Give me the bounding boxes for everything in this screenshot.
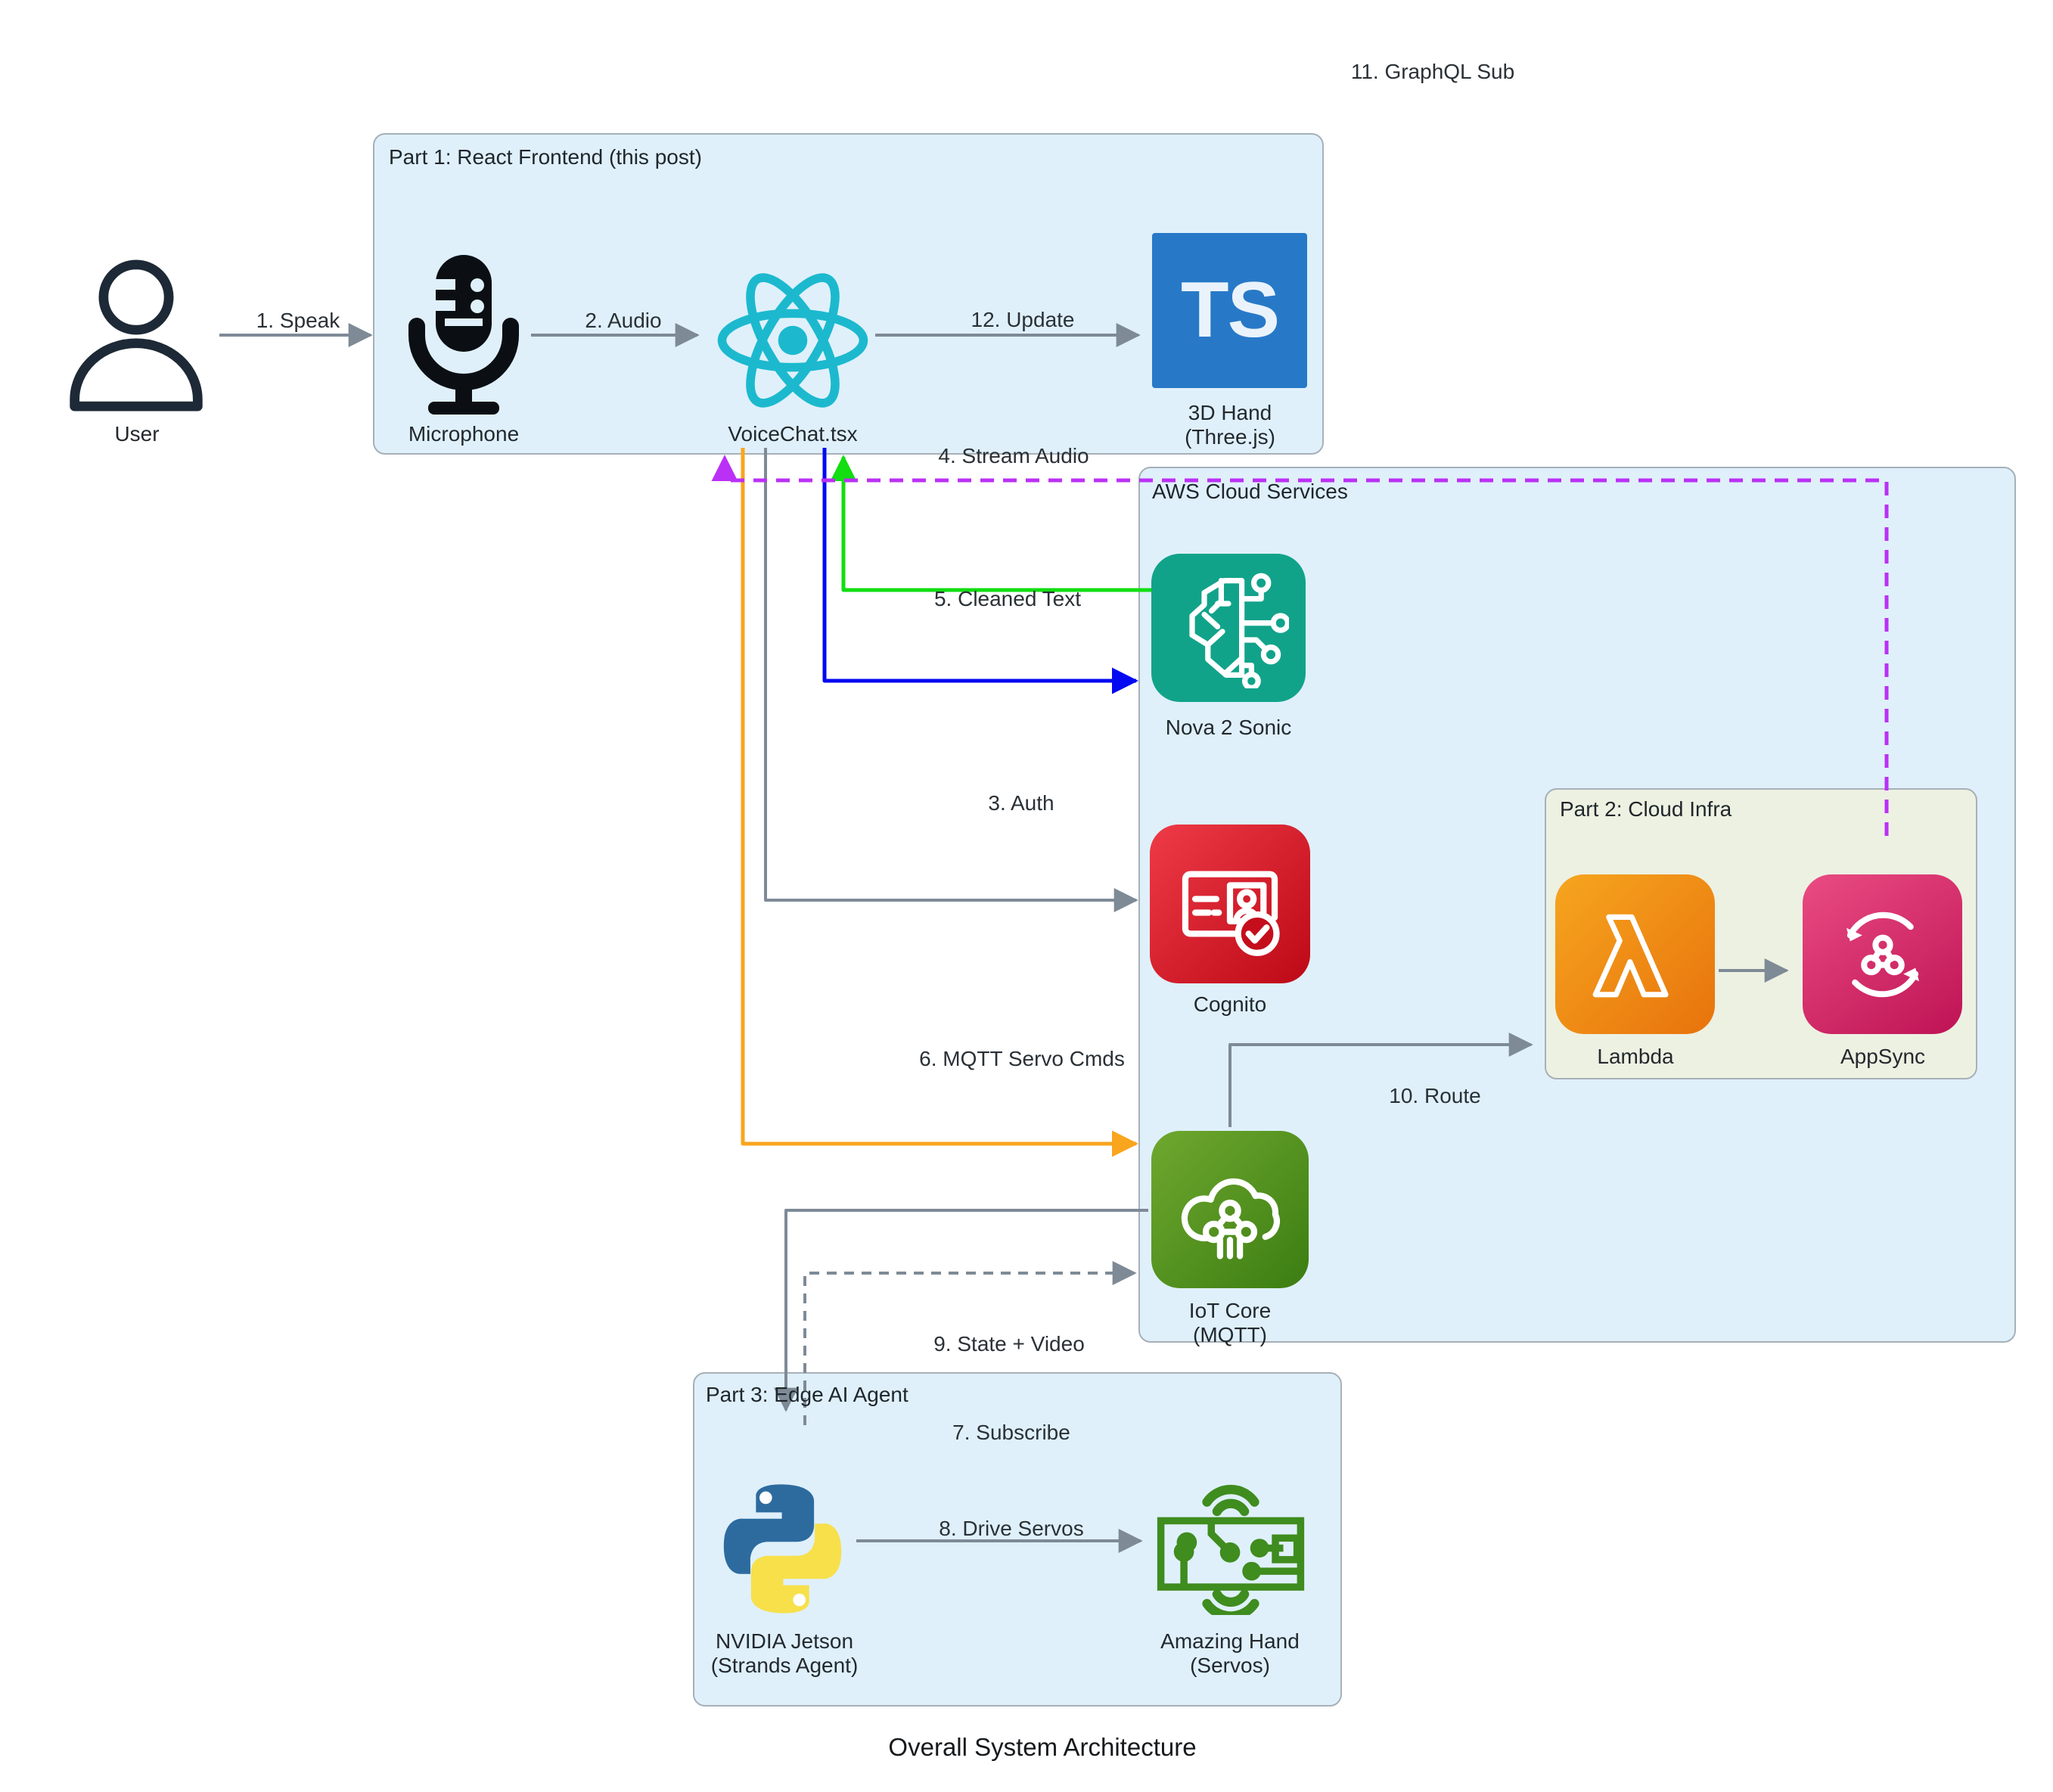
appsync-label: AppSync — [1840, 1045, 1926, 1068]
react-icon — [717, 273, 868, 408]
typescript-icon-text: TS — [1181, 266, 1280, 354]
edge-label-auth: 3. Auth — [988, 791, 1054, 815]
cognito-icon — [1150, 825, 1310, 983]
jetson-sublabel: (Strands Agent) — [710, 1654, 859, 1677]
iot-core-label: IoT Core — [1188, 1299, 1272, 1322]
iot-core-sublabel: (MQTT) — [1193, 1323, 1267, 1346]
amazing-hand-icon — [1157, 1484, 1305, 1615]
edge-label-state-video: 9. State + Video — [933, 1332, 1085, 1356]
edge-auth — [764, 448, 1138, 912]
part3-title: Part 3: Edge AI Agent — [706, 1383, 908, 1406]
user-label: User — [114, 422, 160, 446]
cognito-label: Cognito — [1193, 992, 1267, 1016]
lambda-label: Lambda — [1597, 1045, 1674, 1068]
edge-label-speak: 1. Speak — [256, 309, 340, 332]
nova-sonic-icon — [1151, 554, 1306, 702]
edge-subscribe — [774, 1209, 1148, 1412]
part2-title: Part 2: Cloud Infra — [1560, 797, 1732, 821]
edge-label-graphql-sub: 11. GraphQL Sub — [1350, 60, 1515, 83]
typescript-icon: TS — [1152, 233, 1307, 388]
edge-state-video — [803, 1261, 1137, 1425]
amazing-hand-sublabel: (Servos) — [1190, 1654, 1270, 1677]
edge-stream-audio — [822, 448, 1138, 694]
edge-route — [1228, 1033, 1533, 1127]
lambda-icon — [1555, 874, 1715, 1034]
edge-label-drive-servos: 8. Drive Servos — [939, 1517, 1084, 1540]
edge-label-route: 10. Route — [1389, 1084, 1481, 1107]
appsync-icon — [1803, 874, 1962, 1034]
edge-label-stream-audio: 4. Stream Audio — [938, 444, 1089, 467]
threejs-label: 3D Hand — [1188, 401, 1272, 424]
edge-label-audio: 2. Audio — [585, 309, 662, 332]
edge-graphql-sub — [711, 455, 1889, 836]
user-icon — [70, 259, 203, 412]
part1-title: Part 1: React Frontend (this post) — [389, 145, 702, 169]
edge-mqtt-servo — [741, 448, 1138, 1157]
amazing-hand-label: Amazing Hand — [1160, 1629, 1300, 1653]
aws-title: AWS Cloud Services — [1152, 480, 1348, 503]
nova-sonic-label: Nova 2 Sonic — [1165, 716, 1292, 739]
microphone-icon — [408, 255, 519, 415]
python-icon — [723, 1484, 842, 1613]
threejs-sublabel: (Three.js) — [1185, 425, 1275, 449]
edge-cleaned-text — [830, 455, 1151, 592]
voicechat-label: VoiceChat.tsx — [728, 422, 858, 446]
jetson-label: NVIDIA Jetson — [715, 1629, 854, 1653]
edge-label-mqtt-servo: 6. MQTT Servo Cmds — [919, 1047, 1125, 1070]
diagram-title: Overall System Architecture — [888, 1733, 1197, 1761]
iot-core-icon — [1151, 1131, 1309, 1288]
edge-label-cleaned-text: 5. Cleaned Text — [933, 587, 1082, 610]
edge-label-subscribe: 7. Subscribe — [952, 1421, 1070, 1444]
edge-label-update: 12. Update — [971, 308, 1075, 331]
microphone-label: Microphone — [408, 422, 520, 446]
